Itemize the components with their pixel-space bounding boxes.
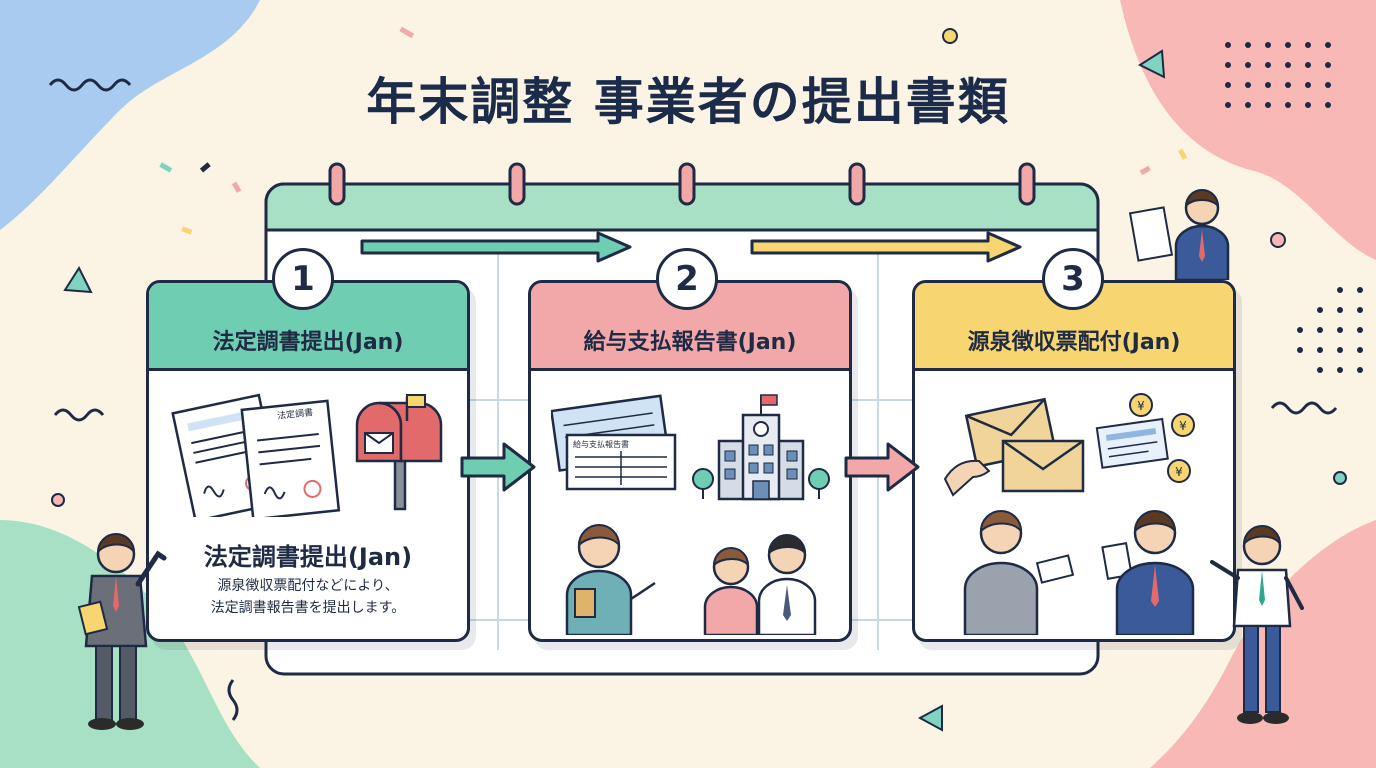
svg-text:¥: ¥ [1137, 399, 1145, 413]
circle-deco-4 [1333, 471, 1347, 485]
triangle-top-right [1137, 49, 1166, 79]
dot-grid-right [1297, 287, 1363, 373]
blob-top-right [1120, 0, 1376, 260]
step-1-description-line2: 法定調書報告書を提出します。 [210, 600, 406, 616]
step-card-1: 法定調書提出(Jan) 法定調書 法定調書提出(Jan) [146, 280, 470, 642]
step-2-label: 給与支払報告書(Jan) [583, 329, 797, 355]
handover-icon [963, 510, 1195, 635]
squiggle-top-left [48, 78, 132, 92]
confetti-7 [1139, 165, 1151, 176]
squiggle-bottom [227, 679, 239, 721]
triangle-left [63, 265, 93, 294]
confetti-2 [199, 162, 211, 173]
step-1-subtitle: 法定調書提出(Jan) [203, 543, 413, 571]
step-1-description: 源泉徴収票配付などにより、 法定調書報告書を提出します。 [149, 575, 467, 619]
step-1-description-line1: 源泉徴収票配付などにより、 [217, 578, 399, 594]
step-1-label: 法定調書提出(Jan) [212, 329, 404, 355]
step-1-number-badge: 1 [272, 248, 334, 310]
squiggle-left [53, 408, 105, 422]
city-hall-icon [692, 394, 830, 501]
coin-icon: ¥ ¥ ¥ [1095, 393, 1195, 483]
form-label: 給与支払報告書 [573, 440, 629, 449]
svg-text:¥: ¥ [1179, 419, 1187, 433]
mailbox-icon [355, 394, 443, 511]
blob-top-left [0, 0, 260, 230]
blob-bottom-right [1150, 520, 1376, 768]
circle-deco-3 [51, 493, 65, 507]
step-card-2: 給与支払報告書(Jan) 給与支払報告書 [528, 280, 852, 642]
man-holding-paper-top-right [1128, 189, 1230, 280]
squiggle-right [1270, 401, 1338, 415]
man-waving-right [1210, 525, 1304, 724]
presenter-man-left [77, 533, 167, 730]
envelope-icon [943, 397, 1085, 497]
confetti-5 [399, 26, 415, 39]
circle-deco-2 [1270, 232, 1286, 248]
triangle-bottom-right [917, 704, 943, 732]
connector-arrow-pink [844, 442, 920, 492]
confetti-1 [159, 162, 173, 173]
page-title: 年末調整 事業者の提出書類 [366, 73, 1010, 131]
step-1-header: 法定調書提出(Jan) [149, 283, 467, 371]
circle-deco-1 [942, 28, 958, 44]
step-card-3: 源泉徴収票配付(Jan) ¥ ¥ ¥ [912, 280, 1236, 642]
confetti-3 [231, 181, 242, 193]
progress-arrow-teal [360, 231, 632, 263]
form-icon [551, 394, 677, 491]
calendar-rings [328, 162, 1036, 206]
step-3-number-badge: 3 [1042, 248, 1104, 310]
progress-arrow-yellow [750, 231, 1022, 263]
dot-grid-top-right [1225, 42, 1331, 108]
step-3-label: 源泉徴収票配付(Jan) [967, 329, 1181, 355]
document-icon [171, 393, 341, 517]
people-icon [565, 524, 817, 635]
confetti-4 [181, 226, 193, 235]
confetti-6 [1177, 148, 1188, 160]
connector-arrow-teal [460, 442, 536, 492]
svg-text:¥: ¥ [1175, 465, 1183, 479]
step-2-number-badge: 2 [656, 248, 718, 310]
